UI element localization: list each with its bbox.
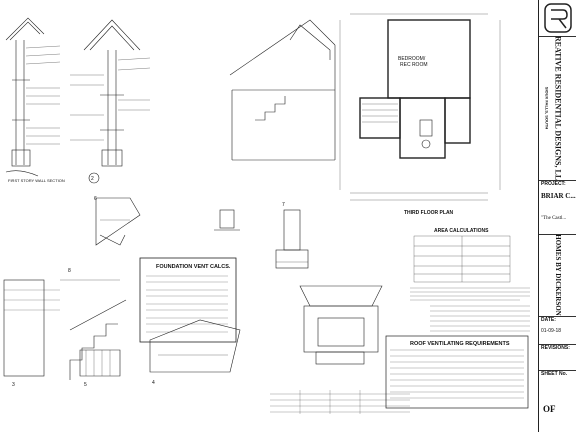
wall-section-1 [5, 17, 61, 177]
general-notes [410, 287, 530, 332]
section-6-number: 6 [94, 196, 97, 202]
company-name-cell: CREATIVE RESIDENTIAL DESIGNS, LLC SIOUX … [539, 36, 576, 181]
foundation-vent-box [139, 257, 237, 343]
date-label: DATE: [541, 317, 556, 323]
client-cell: HOMES BY DICKERSON [539, 234, 576, 317]
project-cell: PROJECT: BRIAR C... LOT "The Castl... [539, 180, 576, 235]
section-4-detail [149, 319, 241, 373]
sheet-of-label: OF [543, 404, 556, 414]
section-1-label: FIRST STORY WALL SECTION [8, 178, 65, 183]
date-value: 01-09-18 [541, 328, 562, 334]
stair-detail [3, 279, 127, 380]
company-location: SIOUX FALLS, SOUTH [544, 86, 550, 130]
rec-room-label: REC ROOM [400, 62, 428, 68]
section-3-number: 3 [12, 382, 15, 388]
revisions-cell: REVISIONS: [539, 344, 576, 371]
roof-venting-title: ROOF VENTILATING REQUIREMENTS [410, 341, 510, 347]
date-cell: DATE: 01-09-18 [539, 316, 576, 345]
section-7-number: 7 [282, 202, 285, 208]
sheet-no-label: SHEET No. [541, 371, 568, 377]
section-7-detail [275, 209, 309, 269]
bedroom-label: BEDROOM/ [398, 56, 426, 62]
area-calculations-title: AREA CALCULATIONS [434, 228, 489, 234]
drawing-area: BEDROOM/ REC ROOM THIRD FLOOR PLAN AREA … [3, 13, 530, 414]
project-subtitle: "The Castl... [541, 216, 567, 221]
roof-venting-box [385, 335, 529, 409]
section-4-number: 4 [152, 380, 155, 386]
area-calculations [413, 235, 511, 283]
revisions-label: REVISIONS: [541, 345, 570, 351]
company-name: CREATIVE RESIDENTIAL DESIGNS, LLC [553, 36, 563, 181]
third-floor-plan [339, 13, 501, 201]
stair-section [229, 19, 336, 161]
foundation-vent-title: FOUNDATION VENT CALCS. [156, 264, 231, 270]
third-floor-plan-title: THIRD FLOOR PLAN [404, 210, 454, 216]
section-8-number: 8 [68, 268, 71, 274]
sheet-number-cell: SHEET No. OF [539, 370, 576, 432]
company-logo-icon [544, 3, 572, 33]
section-8-detail [214, 209, 240, 231]
section-5-detail [79, 349, 121, 377]
logo-cell [539, 0, 576, 37]
section-2-number: 2 [91, 176, 94, 182]
client-name: HOMES BY DICKERSON [554, 234, 562, 316]
project-name: BRIAR C... LOT [541, 192, 576, 200]
fireplace-elevation [270, 285, 410, 414]
section-6-detail [95, 197, 141, 246]
wall-section-2 [70, 19, 151, 184]
section-5-number: 5 [84, 382, 87, 388]
project-label: PROJECT: [541, 181, 566, 187]
title-block: CREATIVE RESIDENTIAL DESIGNS, LLC SIOUX … [538, 0, 576, 432]
